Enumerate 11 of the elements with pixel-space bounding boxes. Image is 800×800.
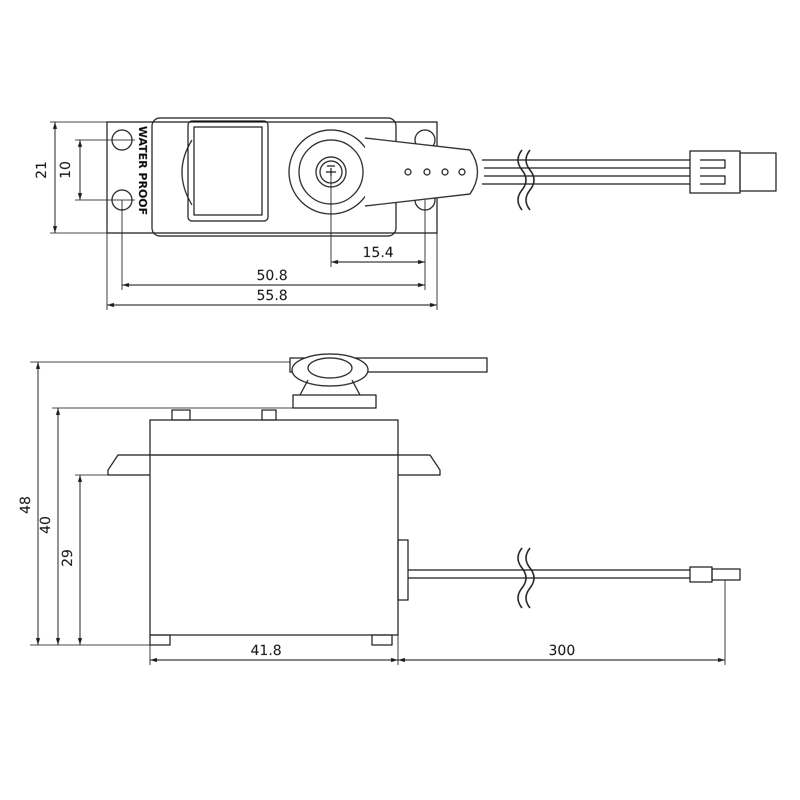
body-label: WATER PROOF xyxy=(136,124,148,216)
dimension-label: 300 xyxy=(548,644,576,658)
dimension-label: 15.4 xyxy=(362,246,395,260)
dimension-label: 55.8 xyxy=(256,289,289,303)
dimension-label: 40 xyxy=(38,515,53,535)
dimension-label: 29 xyxy=(60,548,75,568)
dimension-label: 48 xyxy=(18,495,33,515)
dimension-label: 50.8 xyxy=(256,269,289,283)
dimension-label: 10 xyxy=(58,160,73,180)
dimension-label: 21 xyxy=(34,160,49,180)
dimension-label: 41.8 xyxy=(250,644,283,658)
